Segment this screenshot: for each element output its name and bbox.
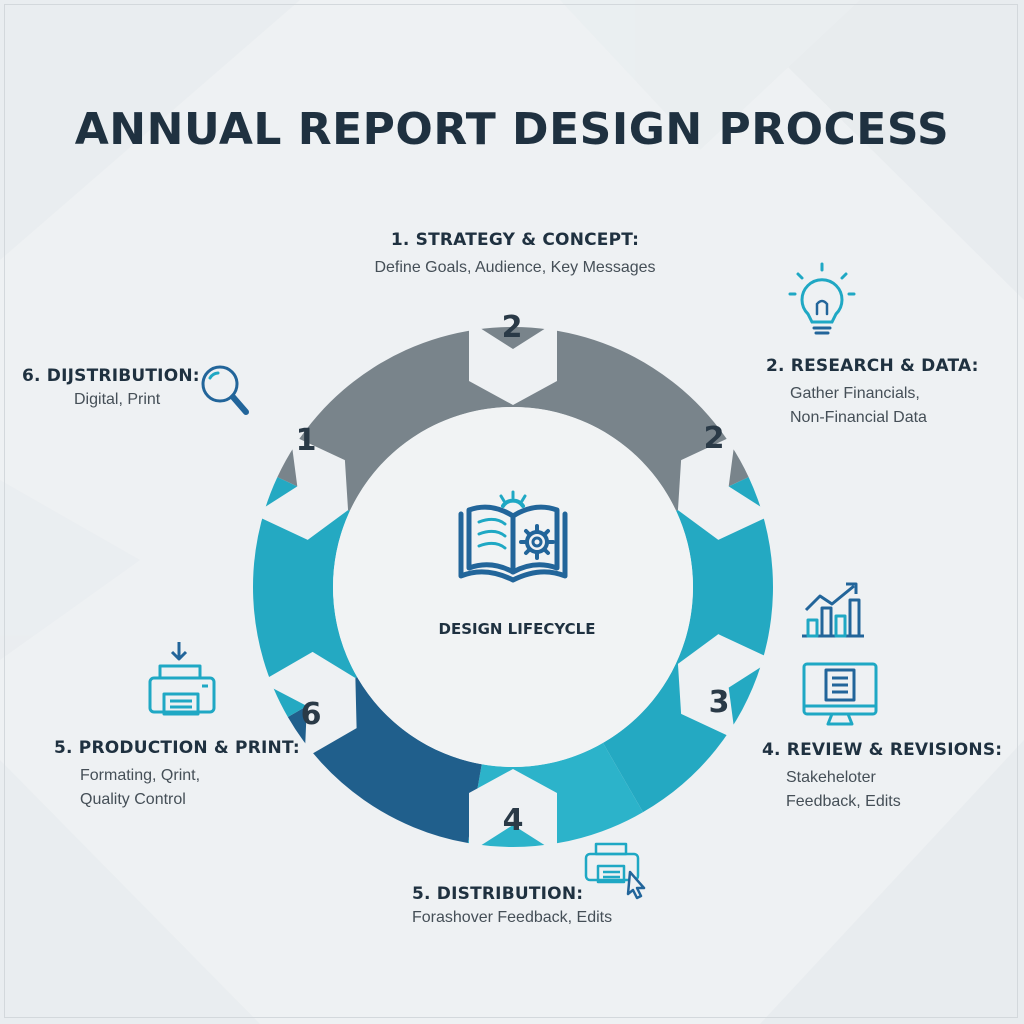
ring-notch <box>253 434 349 540</box>
ring-notch <box>469 321 557 405</box>
ring-notch <box>260 651 357 759</box>
monitor-document-icon <box>802 662 878 726</box>
stage-label-review: 4. REVIEW & REVISIONS: Stakeheloter Feed… <box>762 740 1012 814</box>
stage-description: Forashover Feedback, Edits <box>412 909 613 926</box>
step-number: 2 <box>502 310 523 345</box>
process-ring <box>253 321 773 853</box>
step-number: 3 <box>709 685 730 720</box>
ring-notch <box>677 434 773 540</box>
stage-description: Quality Control <box>80 791 186 808</box>
center-disk <box>333 407 693 767</box>
printer-icon <box>148 642 216 716</box>
book-gear-icon <box>458 490 568 583</box>
stage-label-distribution-left: 6. DIJSTRIBUTION: Digital, Print <box>22 366 212 412</box>
step-number: 2 <box>704 421 725 456</box>
step-number: 1 <box>296 423 317 458</box>
page-title: ANNUAL REPORT DESIGN PROCESS <box>74 104 950 155</box>
magnifier-icon <box>201 365 249 415</box>
ring-segment-gray <box>277 327 749 511</box>
step-number: 6 <box>301 697 322 732</box>
stage-description: Non-Financial Data <box>790 409 927 426</box>
lightbulb-icon <box>788 262 856 335</box>
stage-heading: 6. DIJSTRIBUTION: <box>22 366 200 386</box>
stage-label-research: 2. RESEARCH & DATA: Gather Financials, N… <box>766 356 1006 430</box>
step-numbers: 2 2 3 4 6 1 <box>296 310 730 838</box>
ring-notch <box>677 634 773 740</box>
ring-segment-teal-left <box>253 477 358 717</box>
printer-cursor-icon <box>584 842 646 900</box>
stage-description: Feedback, Edits <box>786 793 901 810</box>
stage-heading: 4. REVIEW & REVISIONS: <box>762 740 1003 760</box>
stage-description: Stakeheloter <box>786 769 876 786</box>
stage-description: Digital, Print <box>74 391 161 408</box>
stage-heading: 5. DISTRIBUTION: <box>412 884 584 904</box>
stage-description: Gather Financials, <box>790 385 920 402</box>
stage-description: Formating, Qrint, <box>80 767 201 784</box>
stage-label-distribution-bottom: 5. DISTRIBUTION: Forashover Feedback, Ed… <box>412 884 672 930</box>
stage-label-strategy: 1. STRATEGY & CONCEPT: Define Goals, Aud… <box>330 230 700 280</box>
stage-label-production: 5. PRODUCTION & PRINT: Formating, Qrint,… <box>54 738 304 812</box>
step-number: 4 <box>503 803 524 838</box>
stage-description: Define Goals, Audience, Key Messages <box>374 259 656 276</box>
stage-heading: 2. RESEARCH & DATA: <box>766 356 979 376</box>
bar-chart-icon <box>802 582 864 638</box>
ring-notch <box>469 769 557 853</box>
stage-heading: 5. PRODUCTION & PRINT: <box>54 738 300 758</box>
stage-heading: 1. STRATEGY & CONCEPT: <box>390 230 640 250</box>
center-label: DESIGN LIFECYCLE <box>439 620 596 638</box>
